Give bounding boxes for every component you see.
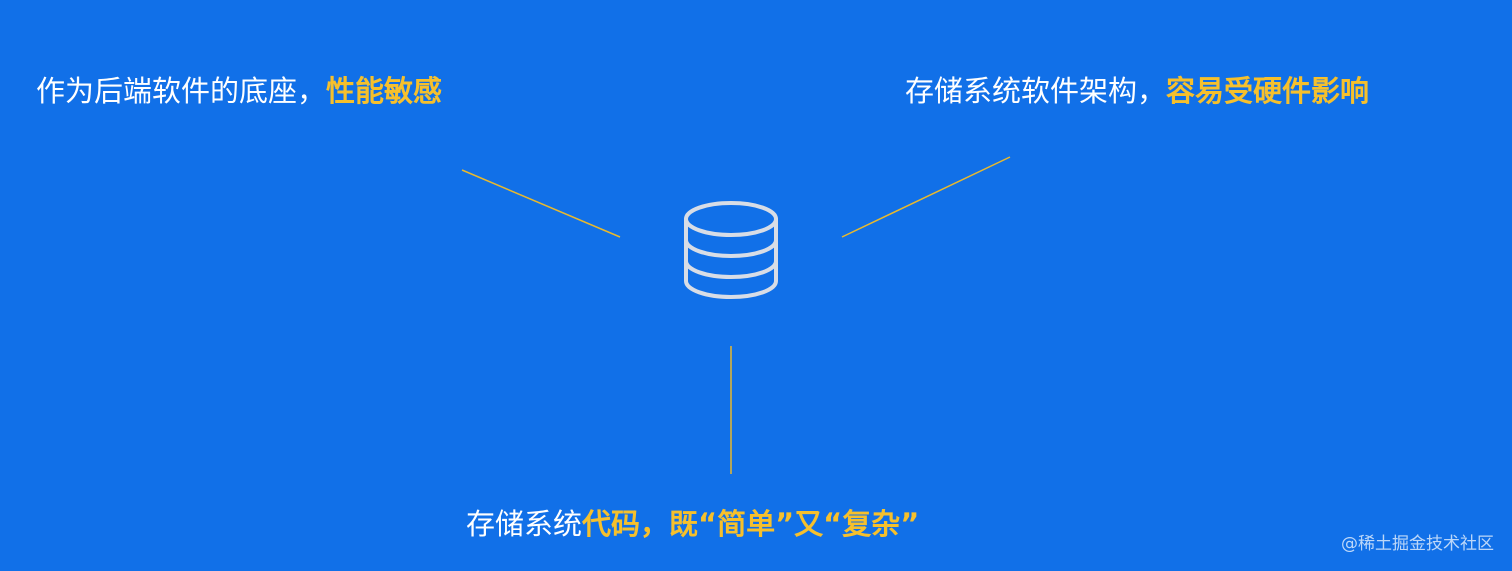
statement-right-highlight: 容易受硬件影响 bbox=[1166, 74, 1370, 108]
statement-left: 作为后端软件的底座，性能敏感 bbox=[36, 73, 442, 109]
statement-left-highlight: 性能敏感 bbox=[326, 74, 443, 108]
statement-bottom: 存储系统代码，既“简单”又“复杂” bbox=[466, 506, 919, 542]
statement-bottom-text: 存储系统 bbox=[466, 507, 583, 541]
statement-right: 存储系统软件架构，容易受硬件影响 bbox=[905, 73, 1369, 109]
connector-right bbox=[841, 156, 1011, 238]
watermark: @稀土掘金技术社区 bbox=[1341, 534, 1494, 554]
database-icon bbox=[684, 201, 778, 299]
statement-left-text: 作为后端软件的底座， bbox=[36, 74, 327, 108]
statement-bottom-highlight: 代码，既“简单”又“复杂” bbox=[582, 507, 920, 541]
connector-left bbox=[461, 169, 621, 238]
statement-right-text: 存储系统软件架构， bbox=[905, 74, 1167, 108]
